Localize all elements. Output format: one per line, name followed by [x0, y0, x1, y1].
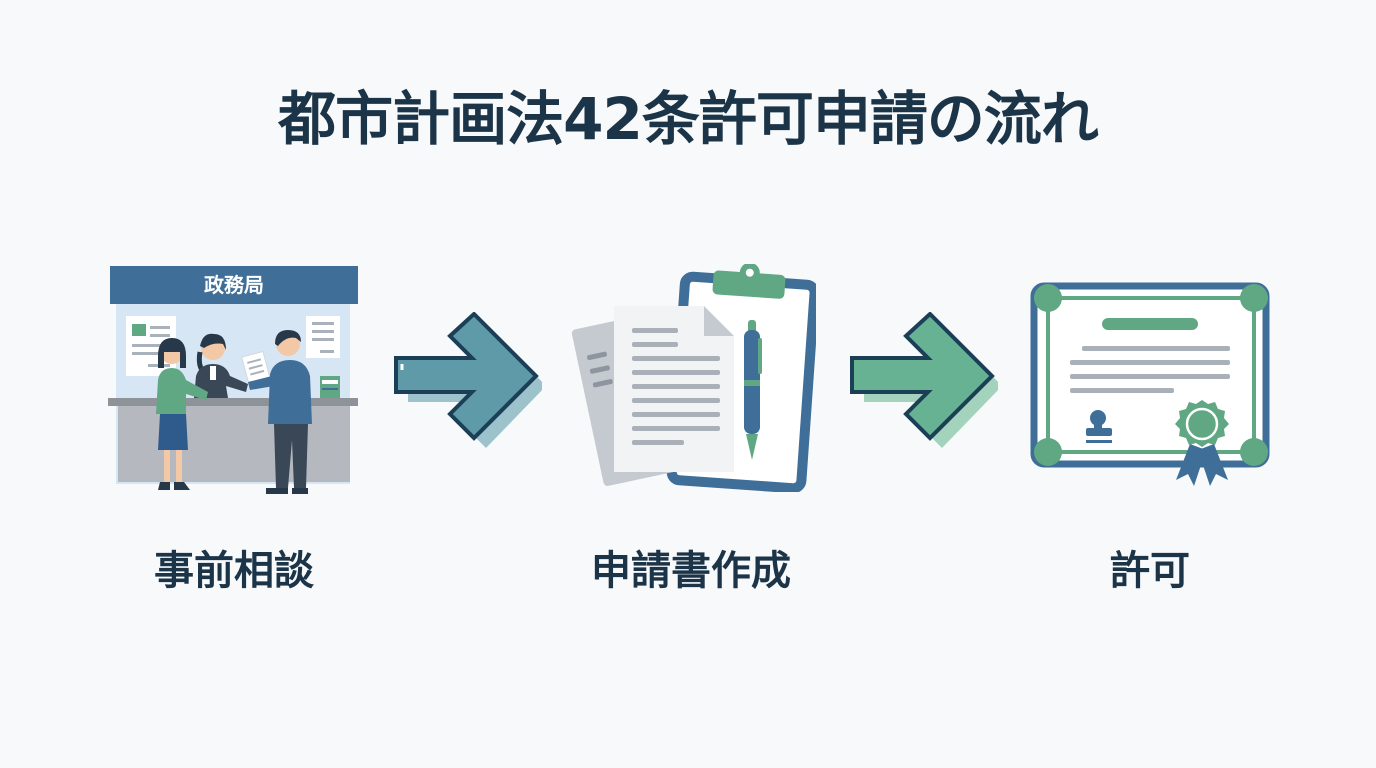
- arrow-step2-to-step3: [848, 312, 998, 452]
- arrow-right-icon: [850, 312, 998, 448]
- diagram-title: 都市計画法42条許可申請の流れ: [278, 85, 1099, 153]
- step-application-documents: [566, 264, 816, 492]
- arrow-step1-to-step2: [392, 312, 542, 452]
- step-permission: [1030, 282, 1270, 492]
- office-sign-text: 政務局: [204, 273, 264, 297]
- step-consultation: 政務局: [108, 264, 360, 496]
- step-label-consultation: 事前相談: [154, 548, 314, 594]
- step-label-application-documents: 申請書作成: [591, 548, 791, 594]
- documents-clipboard-pen-icon: [571, 264, 816, 492]
- certificate-ribbon-icon: [1030, 282, 1270, 486]
- step-label-permission: 許可: [1110, 548, 1190, 594]
- arrow-right-icon: [394, 312, 542, 448]
- office-counter-consultation-icon: [108, 266, 358, 494]
